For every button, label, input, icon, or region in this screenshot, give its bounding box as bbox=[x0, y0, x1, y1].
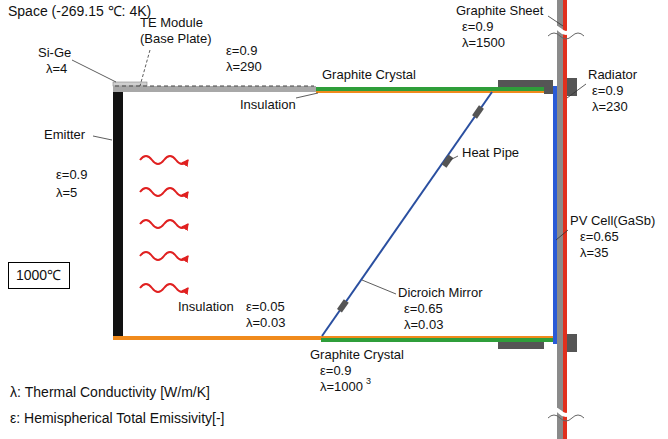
part-label: λ=0.03 bbox=[246, 316, 285, 331]
part-label: Insulation bbox=[240, 98, 296, 113]
te-base-plate bbox=[113, 86, 316, 92]
insulation bbox=[321, 336, 553, 338]
radiation-wave bbox=[140, 220, 188, 228]
radiation-wave bbox=[140, 284, 188, 292]
part-label: Si-Ge bbox=[38, 46, 71, 61]
heat-pipe bbox=[442, 154, 454, 167]
insulation bbox=[316, 91, 553, 93]
temperature-box: 1000℃ bbox=[8, 262, 70, 289]
part-label: Graphite Crystal bbox=[310, 348, 404, 363]
part-label: ε=0.65 bbox=[580, 230, 619, 245]
break-mark bbox=[548, 27, 584, 33]
part-label: TE Module bbox=[140, 16, 203, 31]
si-ge-layer bbox=[113, 82, 147, 86]
heat-pipe bbox=[544, 80, 553, 94]
pv-cell bbox=[553, 86, 557, 344]
part-label: Radiator bbox=[588, 68, 637, 83]
heat-pipe bbox=[567, 334, 577, 352]
insulation bbox=[113, 336, 321, 340]
part-label: Emitter bbox=[44, 128, 85, 143]
leader-line bbox=[450, 156, 458, 160]
radiation-wave bbox=[140, 188, 188, 196]
heat-pipe bbox=[498, 80, 544, 87]
part-label: ε=0.65 bbox=[404, 302, 443, 317]
graphite-sheet bbox=[563, 0, 567, 439]
break-mark bbox=[548, 409, 584, 415]
part-label: λ=1500 bbox=[462, 36, 505, 51]
leader-line bbox=[296, 93, 318, 98]
part-label: ε=0.9 bbox=[462, 20, 493, 35]
part-label: Space (-269.15 ℃: 4K) bbox=[8, 3, 151, 19]
part-label: ε=0.9 bbox=[592, 84, 623, 99]
part-label: ε=0.05 bbox=[246, 300, 285, 315]
part-label: Graphite Crystal bbox=[322, 68, 416, 83]
part-label: λ=230 bbox=[592, 100, 628, 115]
leader-line bbox=[93, 136, 112, 140]
dichroic-mirror bbox=[322, 92, 492, 336]
radiation-wave bbox=[140, 252, 188, 260]
heat-pipe bbox=[472, 105, 484, 118]
part-label: ε=0.9 bbox=[226, 44, 257, 59]
heat-pipe bbox=[567, 78, 577, 96]
break-mark bbox=[548, 415, 584, 421]
part-label: ε=0.9 bbox=[56, 168, 87, 183]
leader-line bbox=[567, 84, 586, 98]
leader-line bbox=[140, 50, 150, 86]
part-label: λ=35 bbox=[580, 246, 609, 261]
part-label: λ=0.03 bbox=[404, 318, 443, 333]
te-module-line bbox=[115, 86, 314, 87]
radiation-wave bbox=[140, 156, 188, 164]
leader-line bbox=[556, 230, 568, 240]
heat-pipe bbox=[337, 299, 349, 312]
part-label: λ: Thermal Conductivity [W/m/K] bbox=[10, 384, 210, 400]
part-label: Heat Pipe bbox=[462, 146, 519, 161]
heat-pipe bbox=[498, 342, 544, 349]
part-label: λ=4 bbox=[46, 62, 67, 77]
part-label: Dicroich Mirror bbox=[398, 286, 483, 301]
part-label: ε: Hemispherical Total Emissivity[-] bbox=[10, 410, 224, 426]
part-label: 3 bbox=[366, 376, 371, 386]
graphite-crystal bbox=[321, 338, 553, 342]
leader-line bbox=[362, 280, 396, 294]
part-label: λ=1000 bbox=[320, 380, 363, 395]
graphite-crystal bbox=[316, 87, 553, 91]
radiator bbox=[557, 0, 563, 439]
part-label: PV Cell(GaSb) bbox=[570, 214, 655, 229]
leader-line bbox=[72, 60, 116, 82]
emitter bbox=[113, 92, 123, 336]
part-label: (Base Plate) bbox=[140, 32, 212, 47]
radiation-waves bbox=[140, 156, 188, 292]
break-mark bbox=[548, 33, 584, 39]
part-label: Insulation bbox=[178, 300, 234, 315]
temperature-text: 1000℃ bbox=[16, 267, 62, 284]
part-label: λ=5 bbox=[56, 186, 77, 201]
part-label: λ=290 bbox=[226, 60, 262, 75]
leader-line bbox=[548, 16, 563, 26]
part-label: ε=0.9 bbox=[320, 364, 351, 379]
part-label: Graphite Sheet bbox=[456, 4, 543, 19]
